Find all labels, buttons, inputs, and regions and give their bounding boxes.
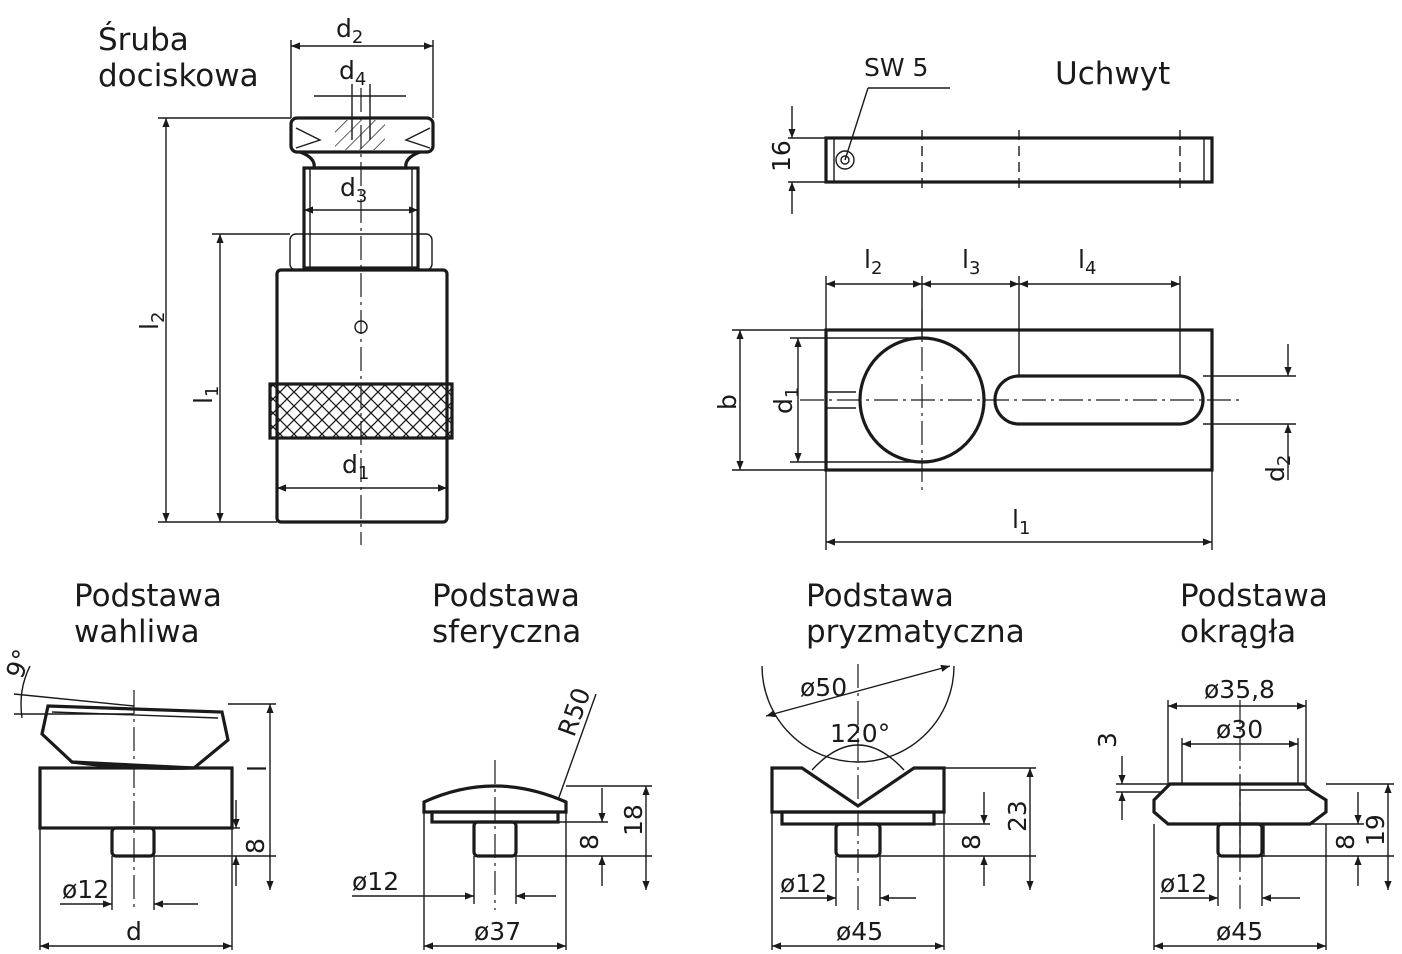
uchwyt-thickness-label: 16	[767, 140, 796, 172]
sruba-title-line2: dociskowa	[98, 58, 259, 94]
okragla-outer-dia-label: ø35,8	[1204, 675, 1275, 704]
sruba-d2-label: d2	[336, 14, 363, 48]
uchwyt-d2-label: d2	[1261, 455, 1295, 482]
wahliwa-title-line1: Podstawa	[74, 578, 222, 614]
okragla-rim-label: 3	[1093, 732, 1122, 748]
sferyczna-title-line1: Podstawa	[432, 578, 580, 614]
screw-neck	[299, 150, 421, 170]
sferyczna-pin-height-label: 8	[575, 834, 604, 850]
pryzmatyczna-height-label: 23	[1003, 800, 1032, 832]
pryzmatyczna-title-line1: Podstawa	[806, 578, 954, 614]
podstawa-sferyczna-view: Podstawa sferyczna R50 18 8 ø12 ø37	[352, 578, 652, 950]
screw-head-edges	[295, 127, 431, 149]
podstawa-wahliwa-view: Podstawa wahliwa 9° l 8 ø12 d	[0, 578, 276, 950]
wahliwa-dia-label: d	[126, 917, 142, 946]
wahliwa-title-line2: wahliwa	[74, 614, 200, 650]
okragla-pin-dia-label: ø12	[1160, 869, 1207, 898]
okragla-dia-label: ø45	[1216, 917, 1263, 946]
okragla-inner-dia-label: ø30	[1216, 715, 1263, 744]
sruba-title-line1: Śruba	[98, 21, 189, 58]
sferyczna-title-line2: sferyczna	[432, 614, 581, 650]
sruba-d1-label: d1	[342, 450, 369, 484]
uchwyt-l2-label: l2	[864, 245, 882, 279]
okragla-pin-height-label: 8	[1331, 834, 1360, 850]
sruba-dociskowa-view: Śruba dociskowa d2 d4 d3 d1 l2	[98, 14, 454, 545]
pryzmatyczna-title-line2: pryzmatyczna	[806, 614, 1025, 650]
wahliwa-pin-height-label: 8	[241, 838, 270, 854]
swivel-pin	[110, 826, 156, 858]
sferyczna-pin-dia-label: ø12	[352, 867, 399, 896]
wahliwa-pin-dia-label: ø12	[62, 875, 109, 904]
swivel-base	[38, 766, 234, 830]
uchwyt-title: Uchwyt	[1055, 56, 1170, 92]
sferyczna-height-label: 18	[619, 804, 648, 836]
okragla-title-line2: okrągła	[1180, 614, 1296, 650]
pryzmatyczna-pin-height-label: 8	[957, 834, 986, 850]
sferyczna-radius-label: R50	[552, 684, 596, 740]
wahliwa-height-label: l	[243, 765, 272, 772]
screw-head-hatch	[335, 120, 385, 150]
pryzmatyczna-angle-label: 120°	[830, 719, 890, 748]
uchwyt-view: Uchwyt SW 5 16 l2 l3 l4 b d1	[713, 53, 1296, 550]
sruba-d3-label: d3	[340, 173, 367, 207]
uchwyt-l1-label: l1	[1012, 505, 1030, 539]
handle-side-view	[824, 136, 1214, 184]
podstawa-pryzmatyczna-view: Podstawa pryzmatyczna ø50 120° 23 8 ø12 …	[761, 578, 1036, 950]
sruba-l2-label: l2	[135, 312, 169, 330]
okragla-title-line1: Podstawa	[1180, 578, 1328, 614]
uchwyt-l4-label: l4	[1078, 245, 1096, 279]
podstawa-okragla-view: Podstawa okrągła ø35,8 ø30 3 19 8 ø12 ø4…	[1093, 578, 1394, 950]
uchwyt-sw-label: SW 5	[864, 53, 928, 82]
pryzmatyczna-dia-label: ø45	[836, 917, 883, 946]
sruba-l1-label: l1	[189, 386, 223, 404]
okragla-height-label: 19	[1361, 814, 1390, 846]
screw-head	[289, 116, 435, 154]
pryzmatyczna-pin-dia-label: ø12	[780, 869, 827, 898]
uchwyt-l3-label: l3	[962, 245, 980, 279]
sferyczna-dia-label: ø37	[474, 917, 521, 946]
wahliwa-angle-label: 9°	[0, 645, 37, 682]
sruba-d4-label: d4	[339, 56, 366, 90]
uchwyt-d1-label: d1	[769, 387, 803, 414]
spherical-pad	[422, 784, 568, 814]
uchwyt-b-label: b	[713, 394, 742, 410]
pryzmatyczna-vee-dia-label: ø50	[800, 673, 847, 702]
